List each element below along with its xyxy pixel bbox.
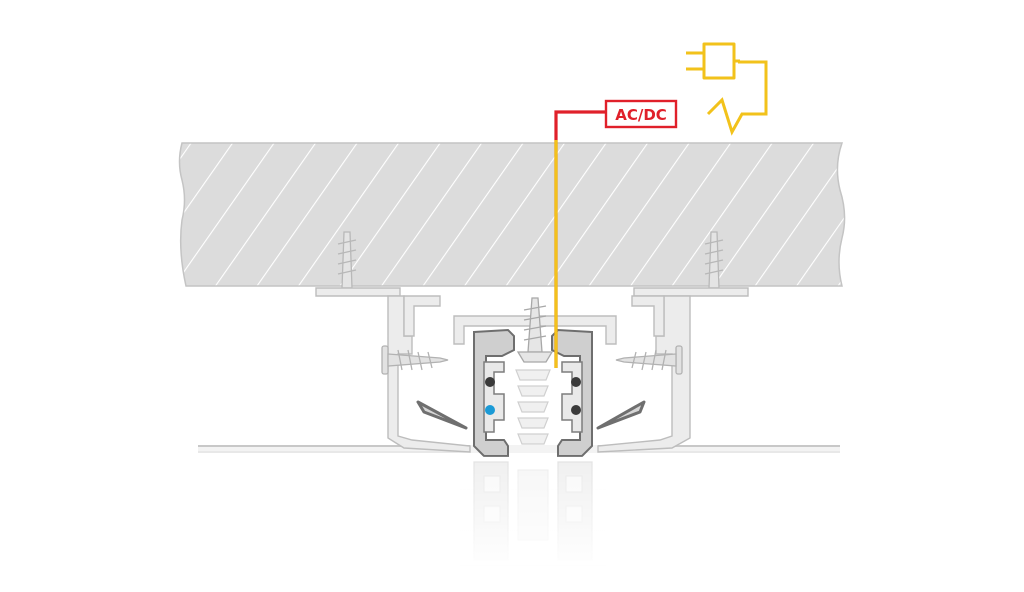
suspended-panel xyxy=(198,445,840,453)
ceiling-slab xyxy=(178,142,846,287)
contact-icon xyxy=(571,405,581,415)
track-rail-right xyxy=(551,328,593,457)
reflection xyxy=(460,456,606,566)
track-rail-left xyxy=(473,328,515,457)
side-screw-left xyxy=(381,345,449,375)
insulator-strip xyxy=(515,369,551,445)
contact-icon xyxy=(571,377,581,387)
contact-icon xyxy=(485,405,495,415)
spring-clip-left xyxy=(416,400,468,430)
converter-label: AC/DC xyxy=(615,106,667,124)
power-plug-icon xyxy=(686,42,740,80)
power-cable xyxy=(554,110,708,368)
center-screw xyxy=(516,297,554,363)
spring-clip-right xyxy=(596,400,646,430)
lightning-bolt-icon xyxy=(706,60,768,136)
contact-icon xyxy=(485,377,495,387)
side-screw-right xyxy=(615,345,683,375)
mounting-profile xyxy=(315,287,749,453)
ac-dc-converter: AC/DC xyxy=(604,99,678,129)
